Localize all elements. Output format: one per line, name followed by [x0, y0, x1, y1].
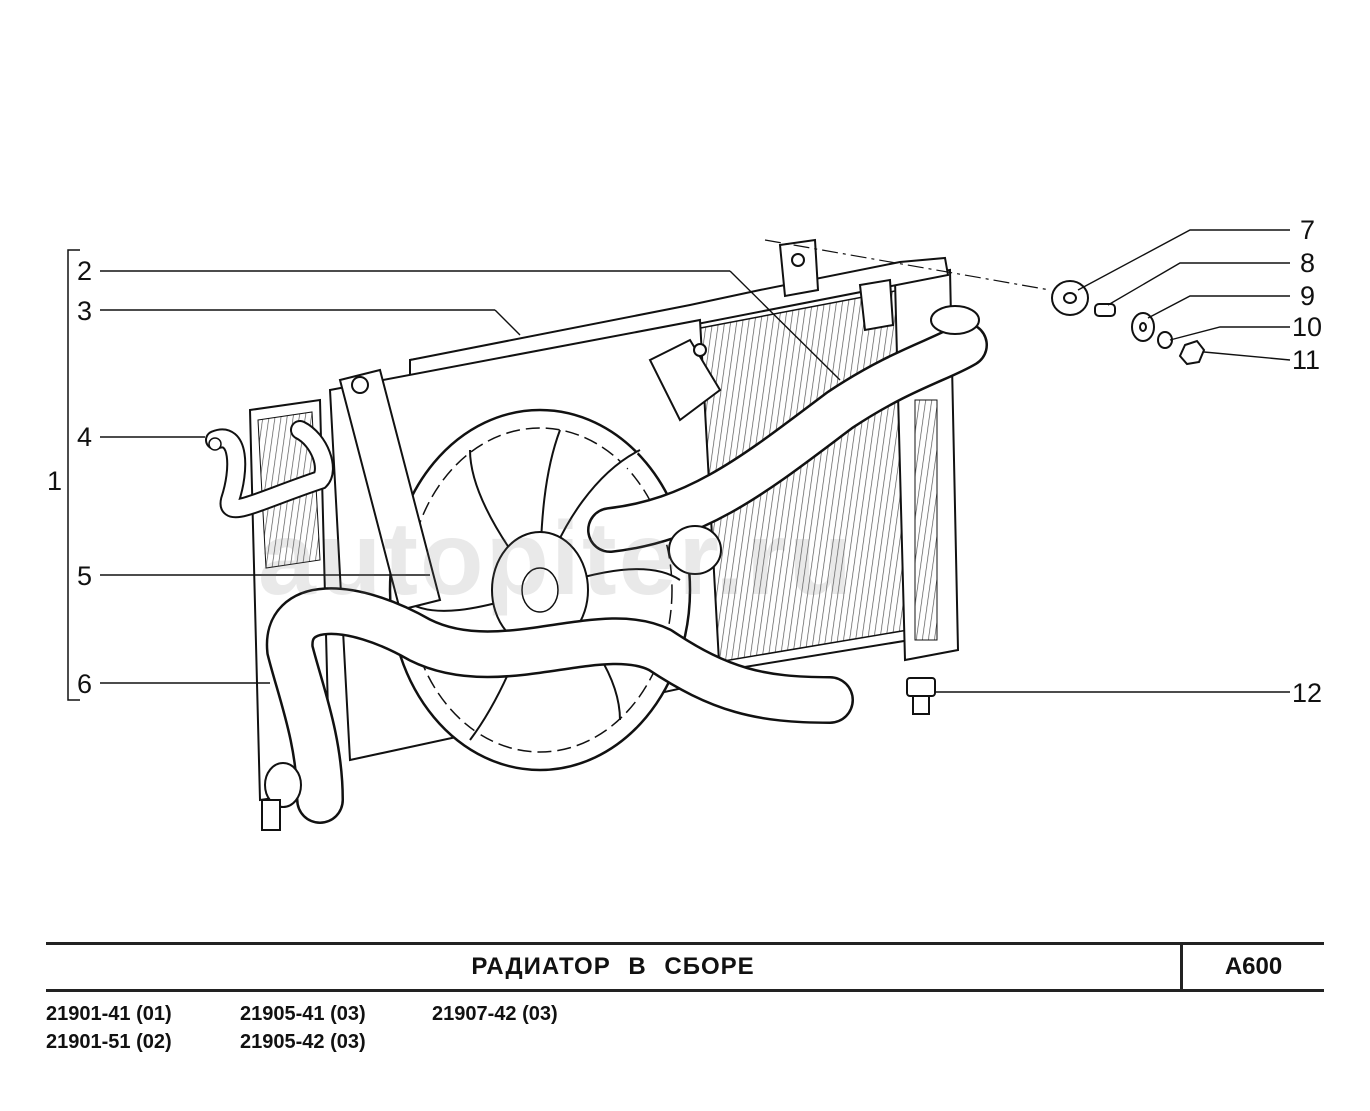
- bypass-hose: [205, 420, 334, 519]
- model-code: 21901-41 (01): [46, 1003, 172, 1025]
- callout-5: 5: [77, 561, 93, 591]
- assembly-axis: [764, 239, 1051, 291]
- model-code: 21901-51 (02): [46, 1031, 172, 1053]
- bottom-fitting: [261, 799, 281, 831]
- top-mount-bracket: [778, 238, 895, 332]
- model-code: 21905-41 (03): [240, 1003, 366, 1025]
- leader-lines: [100, 229, 1291, 693]
- title-block: РАДИАТОР В СБОРЕ A600: [46, 942, 1324, 992]
- watermark: autopiter.ru: [258, 501, 855, 617]
- callout-6: 6: [77, 669, 93, 699]
- callout-9: 9: [1300, 281, 1316, 311]
- callout-1: 1: [47, 466, 63, 496]
- model-code: 21907-42 (03): [432, 1003, 558, 1025]
- page-code: A600: [1224, 953, 1283, 980]
- group-bracket: [67, 249, 80, 701]
- callout-8: 8: [1300, 248, 1316, 278]
- callout-11: 11: [1292, 345, 1321, 375]
- lower-hose: [264, 587, 854, 824]
- title-divider: [1180, 945, 1183, 989]
- callout-4: 4: [77, 422, 93, 452]
- callout-12: 12: [1292, 678, 1323, 708]
- callout-2: 2: [77, 256, 93, 286]
- callout-7: 7: [1300, 215, 1316, 245]
- model-code: 21905-42 (03): [240, 1031, 366, 1053]
- radiator-assembly-drawing: [67, 229, 1291, 831]
- callout-3: 3: [77, 296, 93, 326]
- drain-plug: [906, 677, 936, 715]
- upper-hose: [587, 305, 988, 575]
- page-title: РАДИАТОР В СБОРЕ: [471, 953, 755, 980]
- callout-10: 10: [1292, 312, 1323, 342]
- fan-bracket: [338, 338, 722, 612]
